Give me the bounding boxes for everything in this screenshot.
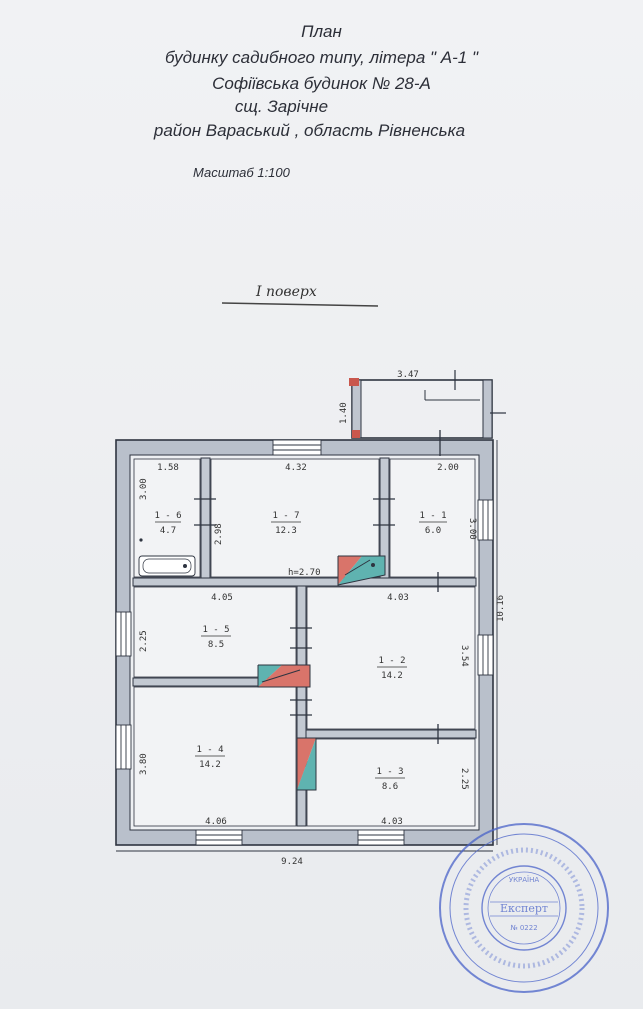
window-right-top bbox=[477, 499, 494, 541]
ceiling-height: h=2.70 bbox=[288, 568, 321, 578]
dim-3-00-right: 3.00 bbox=[467, 518, 477, 540]
stairs-upper bbox=[337, 555, 386, 586]
subtitle-address: Софіївська будинок № 28-А bbox=[212, 74, 431, 93]
room-labels: 1 - 6 4.7 1 - 7 12.3 1 - 1 6.0 1 - 5 8.5… bbox=[154, 511, 447, 792]
stairs-lower bbox=[296, 737, 317, 791]
window-bottom-left bbox=[195, 829, 243, 846]
dim-2-00: 2.00 bbox=[437, 463, 459, 473]
dim-porch-depth: 1.40 bbox=[339, 402, 349, 424]
dim-4-32: 4.32 bbox=[285, 463, 307, 473]
window-left-mid bbox=[115, 611, 132, 657]
subtitle-settlement: сщ. Зарічне bbox=[234, 97, 329, 116]
window-top bbox=[272, 439, 322, 456]
room-1-4 bbox=[133, 686, 297, 827]
stamp-sub-text: № 0222 bbox=[510, 924, 537, 932]
dim-1-58: 1.58 bbox=[157, 463, 179, 473]
bathtub bbox=[138, 538, 196, 577]
room-1-7-area: 12.3 bbox=[275, 526, 297, 536]
window-bottom-right bbox=[357, 829, 405, 846]
window-left-low bbox=[115, 724, 132, 770]
room-1-5-area: 8.5 bbox=[208, 640, 224, 650]
dim-4-03-upper: 4.03 bbox=[387, 593, 409, 603]
room-1-2 bbox=[306, 586, 476, 730]
room-1-3 bbox=[306, 738, 476, 827]
dimension-labels: 3.47 1.40 1.58 3.00 4.32 2.98 2.00 3.00 … bbox=[139, 370, 506, 867]
scale-label: Масштаб 1:100 bbox=[193, 165, 290, 180]
room-1-3-area: 8.6 bbox=[382, 782, 398, 792]
floor-underline bbox=[221, 302, 379, 307]
subtitle-region: район Вараський , область Рівненська bbox=[153, 121, 466, 140]
room-1-4-number: 1 - 4 bbox=[196, 745, 223, 755]
room-1-1-number: 1 - 1 bbox=[419, 511, 446, 521]
dim-9-24: 9.24 bbox=[281, 857, 303, 867]
stamp-top-text: УКРАЇНА bbox=[509, 875, 540, 884]
room-1-1 bbox=[389, 458, 476, 578]
room-1-1-area: 6.0 bbox=[425, 526, 441, 536]
room-1-5 bbox=[133, 586, 297, 678]
dim-3-00-left: 3.00 bbox=[139, 478, 149, 500]
stairs-mid bbox=[257, 664, 311, 688]
dim-4-06: 4.06 bbox=[205, 817, 227, 827]
dim-3-54: 3.54 bbox=[459, 645, 469, 667]
dim-4-05: 4.05 bbox=[211, 593, 233, 603]
room-1-4-area: 14.2 bbox=[199, 760, 221, 770]
rooms bbox=[133, 458, 476, 827]
title: План bbox=[301, 22, 342, 41]
room-1-2-area: 14.2 bbox=[381, 671, 403, 681]
room-1-5-number: 1 - 5 bbox=[202, 625, 229, 635]
window-right-mid bbox=[477, 634, 494, 676]
floor-label: I поверх bbox=[256, 284, 317, 300]
dimension-lines bbox=[116, 440, 498, 852]
room-1-6-area: 4.7 bbox=[160, 526, 176, 536]
dim-porch-width: 3.47 bbox=[397, 370, 419, 380]
room-1-2-number: 1 - 2 bbox=[378, 656, 405, 666]
notary-stamp: УКРАЇНА Експерт № 0222 bbox=[439, 823, 609, 993]
stamp-center-text: Експерт bbox=[500, 902, 548, 915]
dim-2-98: 2.98 bbox=[214, 523, 224, 545]
subtitle-building-type: будинку садибного типу, літера " А-1 " bbox=[164, 48, 479, 67]
dim-3-80: 3.80 bbox=[139, 753, 149, 775]
room-1-6-number: 1 - 6 bbox=[154, 511, 181, 521]
dim-2-25-left: 2.25 bbox=[139, 630, 149, 652]
interior-walls bbox=[132, 457, 477, 827]
door-marks bbox=[194, 430, 441, 744]
dim-2-25-right: 2.25 bbox=[459, 768, 469, 790]
room-1-3-number: 1 - 3 bbox=[376, 767, 403, 777]
dim-10-16: 10.16 bbox=[496, 595, 506, 622]
windows bbox=[115, 439, 494, 846]
dim-4-03-lower: 4.03 bbox=[381, 817, 403, 827]
room-1-7-number: 1 - 7 bbox=[272, 511, 299, 521]
porch bbox=[349, 370, 506, 439]
